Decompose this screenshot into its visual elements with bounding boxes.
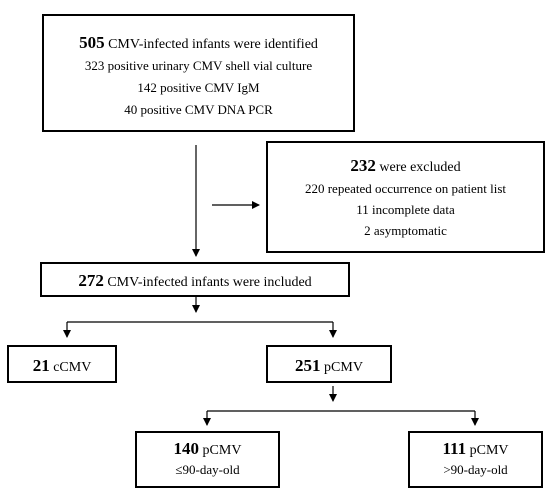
pcmv-old-label: pCMV: [469, 443, 509, 458]
excluded-title: 232 were excluded: [268, 156, 543, 176]
pcmv-young-box: 140 pCMV ≤90-day-old: [135, 431, 280, 488]
excluded-label: were excluded: [379, 160, 461, 175]
pcmv-old-box: 111 pCMV >90-day-old: [408, 431, 543, 488]
identified-line-2: 142 positive CMV IgM: [137, 80, 260, 95]
identified-line-1: 323 positive urinary CMV shell vial cult…: [84, 58, 313, 73]
ccmv-count: 21: [32, 356, 50, 375]
identified-label: CMV-infected infants were identified: [108, 37, 318, 52]
pcmv-title: 251 pCMV: [268, 356, 390, 376]
identified-line-3: 40 positive CMV DNA PCR: [124, 102, 273, 117]
ccmv-title: 21 cCMV: [9, 356, 115, 376]
pcmv-count: 251: [295, 356, 321, 375]
pcmv-young-count: 140: [173, 439, 200, 458]
pcmv-young-sublabel: ≤90-day-old: [175, 462, 240, 477]
ccmv-label: cCMV: [53, 360, 92, 375]
excluded-box: 232 were excluded 220 repeated occurrenc…: [266, 141, 545, 253]
included-title: 272 CMV-infected infants were included: [42, 271, 348, 291]
included-count: 272: [78, 271, 104, 290]
pcmv-box: 251 pCMV: [266, 345, 392, 383]
pcmv-old-title: 111 pCMV: [410, 439, 541, 459]
excluded-line-1: 220 repeated occurrence on patient list: [304, 181, 507, 196]
pcmv-young-title: 140 pCMV: [137, 439, 278, 459]
pcmv-old-sublabel: >90-day-old: [443, 462, 508, 477]
excluded-line-3: 2 asymptomatic: [364, 223, 447, 238]
pcmv-old-count: 111: [442, 439, 467, 458]
identified-count: 505: [79, 33, 105, 52]
included-box: 272 CMV-infected infants were included: [40, 262, 350, 297]
included-label: CMV-infected infants were included: [107, 275, 312, 290]
ccmv-box: 21 cCMV: [7, 345, 117, 383]
pcmv-label: pCMV: [324, 360, 363, 375]
identified-box: 505 CMV-infected infants were identified…: [42, 14, 355, 132]
pcmv-young-label: pCMV: [202, 443, 242, 458]
excluded-line-2: 11 incomplete data: [356, 202, 455, 217]
identified-title: 505 CMV-infected infants were identified: [44, 33, 353, 53]
excluded-count: 232: [350, 156, 376, 175]
